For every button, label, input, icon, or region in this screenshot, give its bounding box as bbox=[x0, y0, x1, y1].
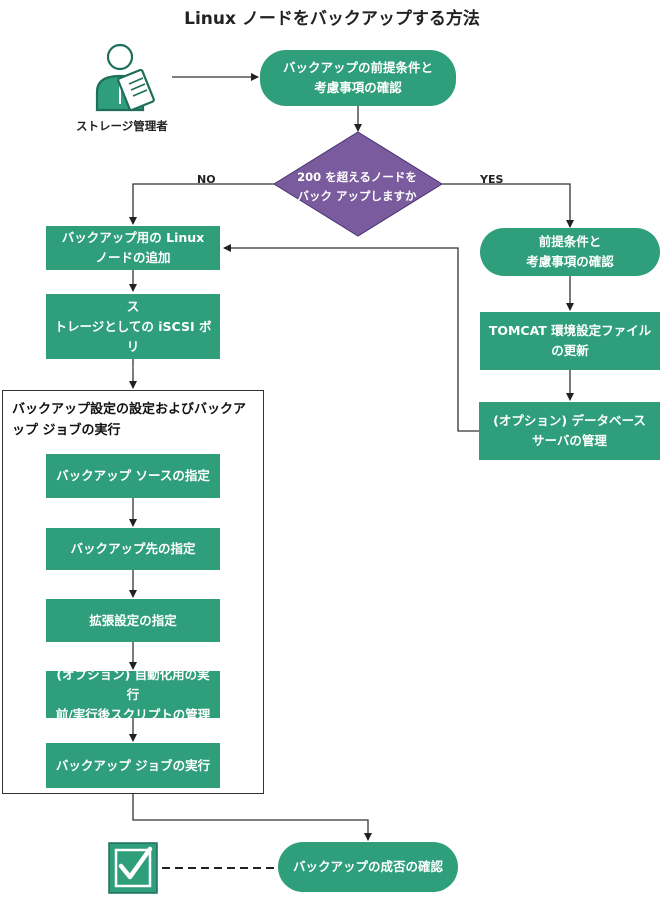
branch-no-label: NO bbox=[197, 173, 216, 186]
section-title: バックアップ設定の設定およびバックア ップ ジョブの実行 bbox=[12, 402, 247, 438]
step-update-tomcat: TOMCAT 環境設定ファイル の更新 bbox=[480, 312, 660, 370]
backup-settings-section bbox=[2, 390, 264, 794]
decision-diamond bbox=[273, 131, 443, 237]
arrow-section-to-verify bbox=[132, 794, 372, 841]
step-review-prereq: バックアップの前提条件と 考慮事項の確認 bbox=[260, 50, 456, 106]
step-specify-advanced: 拡張設定の指定 bbox=[46, 599, 220, 642]
page-title: Linux ノードをバックアップする方法 bbox=[184, 9, 480, 29]
branch-yes-label: YES bbox=[480, 173, 504, 186]
decision-text: 200 を超えるノードを バック アップしますか bbox=[297, 170, 417, 203]
step-add-linux-node: バックアップ用の Linux ノードの追加 bbox=[46, 226, 220, 270]
step-prepare-iscsi: (オプション) バックアップ ス トレージとしての iSCSI ボリ ュームの準… bbox=[46, 279, 220, 374]
arrow-db-to-addnode bbox=[223, 244, 479, 432]
arrow-decision-no bbox=[129, 183, 274, 225]
step-run-job: バックアップ ジョブの実行 bbox=[46, 743, 220, 788]
step-specify-destination: バックアップ先の指定 bbox=[46, 528, 220, 570]
arrow-decision-yes bbox=[442, 183, 574, 228]
step-review-prereq-right: 前提条件と 考慮事項の確認 bbox=[480, 228, 660, 276]
step-manage-scripts: (オプション) 自動化用の実行 前/実行後スクリプトの管理 bbox=[46, 667, 220, 722]
check-icon bbox=[108, 842, 158, 894]
actor-label: ストレージ管理者 bbox=[76, 119, 168, 133]
step-specify-source: バックアップ ソースの指定 bbox=[46, 454, 220, 498]
step-manage-db: (オプション) データベース サーバの管理 bbox=[479, 402, 660, 460]
step-verify-backup: バックアップの成否の確認 bbox=[278, 842, 458, 892]
storage-admin-icon bbox=[95, 43, 155, 112]
